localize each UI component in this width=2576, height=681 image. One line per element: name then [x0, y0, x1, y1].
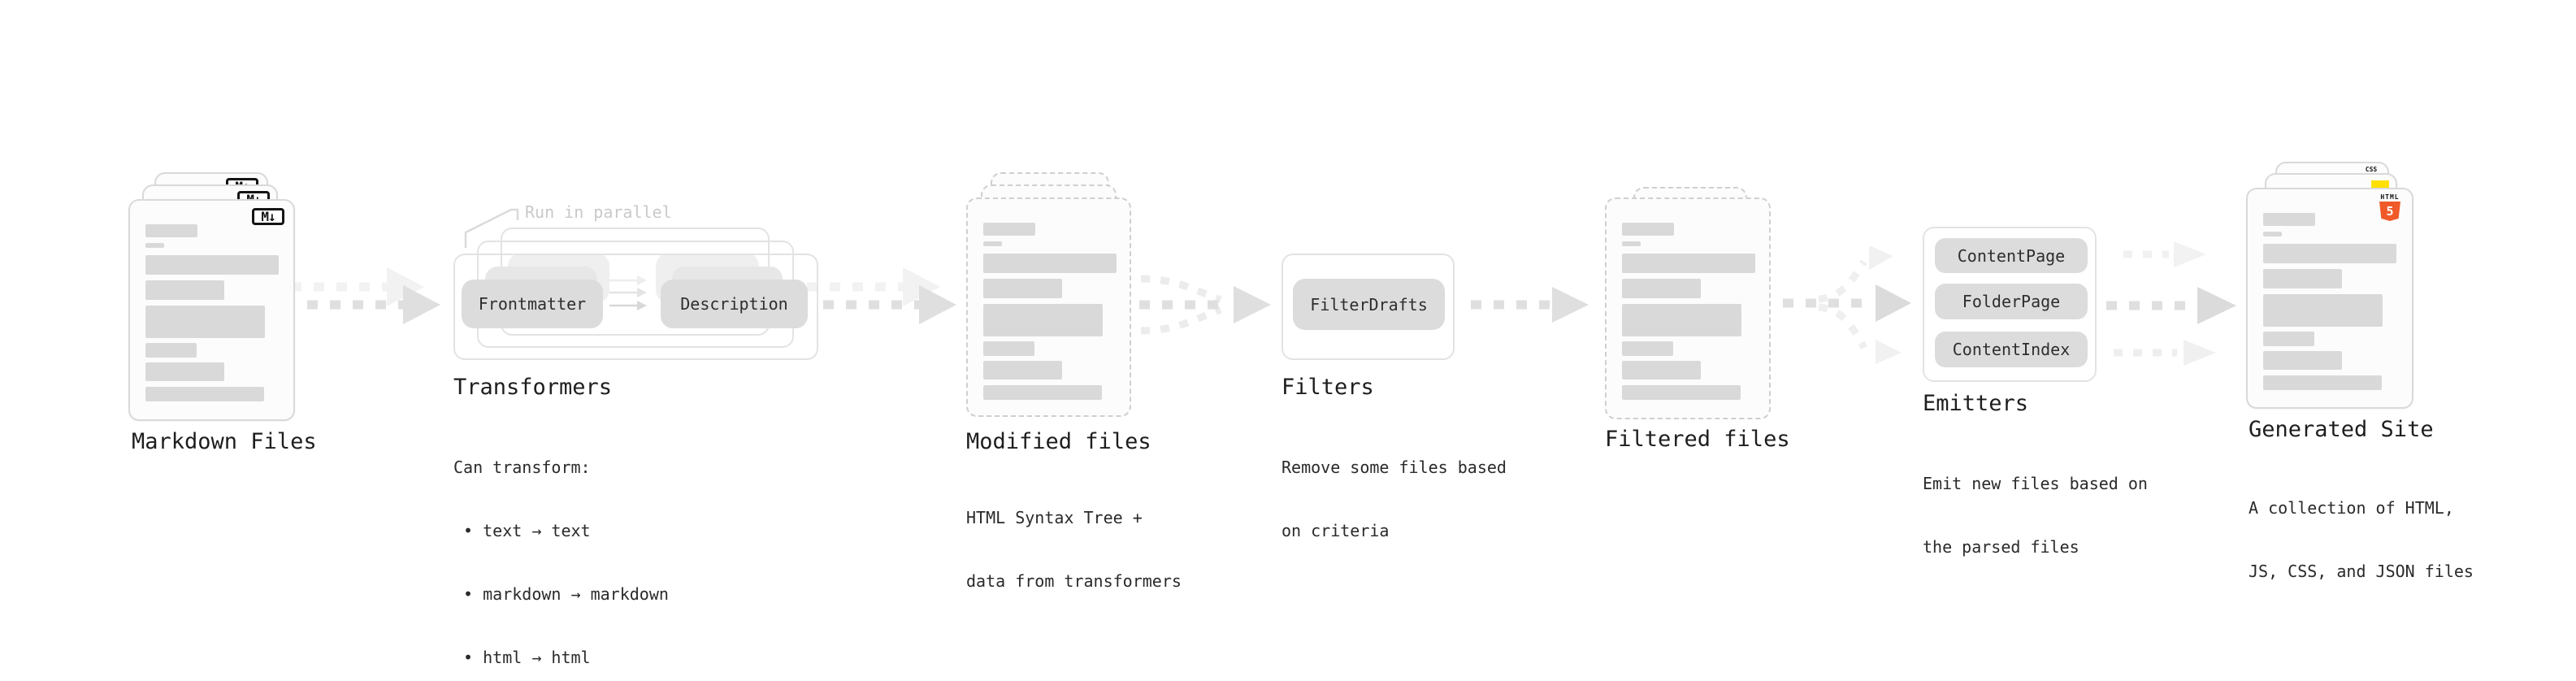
- fanout-arrow-icon: [1783, 245, 1911, 364]
- text-line-bar: [2263, 213, 2315, 226]
- markdown-icon: M↓: [252, 208, 284, 225]
- text-line-bar: [2263, 351, 2342, 370]
- text-line-bar: [2263, 332, 2314, 346]
- flow-arrow-icon: [807, 267, 956, 324]
- text-line-bar: [145, 280, 224, 300]
- subtitle-line: A collection of HTML,: [2249, 498, 2454, 518]
- emitters-subtitle: Emit new files based on the parsed files: [1923, 431, 2148, 600]
- transform-bullet: • html → html: [453, 648, 591, 667]
- text-line-bar: [1622, 385, 1741, 400]
- filters-title: Filters: [1281, 375, 1374, 400]
- generated-site-subtitle: A collection of HTML, JS, CSS, and JSON …: [2249, 455, 2474, 624]
- filtered-files-label: Filtered files: [1605, 427, 1790, 452]
- html5-badge-label: HTML: [2380, 193, 2400, 201]
- emitters-title: Emitters: [1923, 391, 2029, 416]
- text-line-bar: [983, 385, 1102, 400]
- text-line-bar: [2263, 294, 2383, 327]
- text-line-bar: [983, 341, 1034, 356]
- filter-drafts-step: FilterDrafts: [1293, 279, 1445, 330]
- callout-line-icon: [464, 208, 519, 248]
- text-line-bar: [145, 224, 197, 237]
- subtitle-line: JS, CSS, and JSON files: [2249, 562, 2474, 581]
- text-line-bar: [145, 343, 197, 358]
- text-line-bar: [2263, 232, 2282, 236]
- filtered-doc-front: [1605, 197, 1771, 419]
- text-line-bar: [1622, 241, 1641, 246]
- text-line-bar: [983, 304, 1103, 336]
- text-line-bar: [145, 255, 279, 275]
- text-line-bar: [983, 279, 1062, 298]
- subtitle-line: data from transformers: [966, 571, 1182, 591]
- transformers-description: Can transform: • text → text • markdown …: [453, 414, 669, 681]
- text-line-bar: [1622, 304, 1741, 336]
- text-line-bar: [2263, 375, 2382, 390]
- text-line-bar: [145, 243, 164, 248]
- transformer-box-front: [453, 254, 818, 360]
- text-line-bar: [983, 361, 1062, 380]
- html5-icon: HTML 5: [2379, 194, 2401, 221]
- description-step: Description: [661, 280, 808, 328]
- text-line-bar: [145, 362, 224, 381]
- transform-bullet: • markdown → markdown: [453, 584, 669, 604]
- text-line-bar: [1622, 361, 1701, 380]
- subtitle-line: HTML Syntax Tree +: [966, 508, 1143, 527]
- text-line-bar: [1622, 279, 1701, 298]
- flow-arrow-icon: [291, 267, 440, 324]
- merge-arrow-icon: [1139, 275, 1271, 335]
- triple-arrow-icon: [2106, 241, 2236, 366]
- css-badge-label: CSS: [2365, 166, 2378, 173]
- text-line-bar: [145, 387, 264, 401]
- content-index-step: ContentIndex: [1935, 332, 2088, 367]
- text-line-bar: [2263, 269, 2342, 288]
- folder-page-step: FolderPage: [1935, 284, 2088, 319]
- markdown-doc-front: M↓: [128, 199, 295, 421]
- text-line-bar: [2263, 244, 2396, 263]
- html5-shield: 5: [2379, 202, 2400, 221]
- text-line-bar: [983, 223, 1035, 236]
- generated-site-label: Generated Site: [2249, 417, 2434, 442]
- generated-doc-front: HTML 5: [2246, 188, 2413, 409]
- subtitle-line: on criteria: [1281, 521, 1390, 540]
- content-page-step: ContentPage: [1935, 238, 2088, 273]
- transformers-title: Transformers: [453, 375, 613, 400]
- text-line-bar: [983, 241, 1002, 246]
- text-line-bar: [1622, 254, 1755, 273]
- markdown-files-label: Markdown Files: [132, 429, 317, 454]
- modified-doc-front: [966, 197, 1131, 417]
- text-line-bar: [145, 306, 265, 338]
- transform-bullet: • text → text: [453, 521, 591, 540]
- frontmatter-step: Frontmatter: [462, 280, 603, 328]
- run-in-parallel-label: Run in parallel: [525, 202, 672, 222]
- subtitle-line: the parsed files: [1923, 537, 2079, 557]
- modified-files-subtitle: HTML Syntax Tree + data from transformer…: [966, 465, 1182, 634]
- text-line-bar: [983, 254, 1117, 273]
- can-transform-heading: Can transform:: [453, 458, 591, 477]
- text-line-bar: [1622, 223, 1674, 236]
- text-line-bar: [1622, 341, 1673, 356]
- js-file-icon: [2371, 180, 2389, 189]
- subtitle-line: Emit new files based on: [1923, 474, 2148, 493]
- flow-arrow-icon: [1471, 287, 1589, 323]
- modified-files-label: Modified files: [966, 429, 1151, 454]
- filters-subtitle: Remove some files based on criteria: [1281, 414, 1507, 583]
- step-arrows-icon: [609, 275, 647, 310]
- subtitle-line: Remove some files based: [1281, 458, 1507, 477]
